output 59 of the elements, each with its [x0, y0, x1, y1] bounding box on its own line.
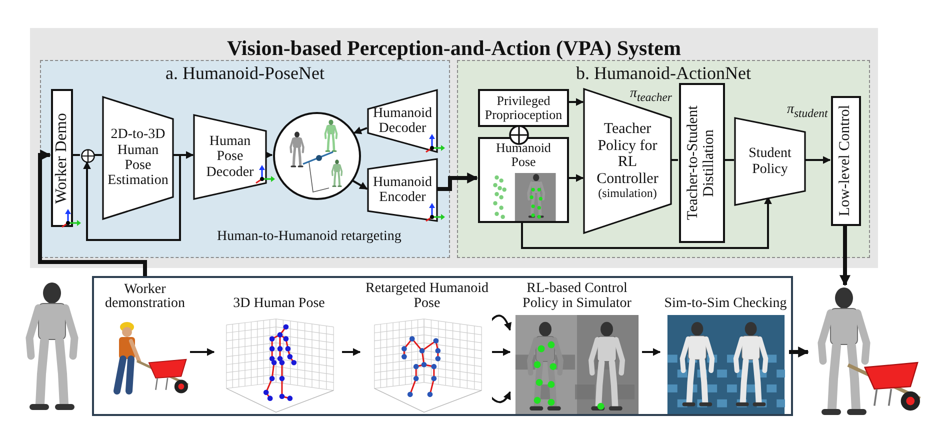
block-box: [679, 83, 725, 243]
block-label: Low-level Control: [838, 105, 854, 217]
input-box: [478, 137, 569, 223]
system-panel: [30, 28, 878, 268]
arrow: [787, 346, 810, 358]
input-box: [478, 89, 569, 127]
block-label: Humanoid Pose: [495, 141, 552, 170]
stage-title: Worker demonstration: [104, 282, 186, 312]
block-label: Teacher-to-Student Distillation: [686, 104, 718, 222]
block-label: Teacher Policy for RL Controller: [596, 121, 660, 188]
block-sublabel: (simulation): [597, 187, 658, 201]
policy-symbol: π$_{teacher}$: [630, 86, 672, 104]
arrow: [264, 151, 273, 159]
stage-title: RL-based Control Policy in Simulator: [522, 282, 632, 312]
network-trapezoid: [103, 97, 173, 219]
network-trapezoid: [368, 90, 437, 152]
arrow: [188, 348, 215, 356]
arrow: [568, 174, 584, 182]
arrow: [490, 348, 511, 356]
panel-heading: Vision-based Perception-and-Action (VPA) System: [226, 36, 682, 61]
block-label: Student Policy: [748, 146, 792, 177]
arrow: [521, 196, 772, 249]
stage-title: Retargeted Humanoid Pose: [364, 282, 490, 312]
arrow: [489, 391, 511, 404]
block-label: Humanoid Decoder: [372, 106, 434, 136]
block-label: Privileged Proprioception: [484, 94, 564, 122]
arrow: [38, 150, 147, 276]
arrow: [340, 348, 361, 356]
caption-label: Human-to-Humanoid retargeting: [217, 229, 402, 245]
arrow: [352, 179, 368, 190]
network-trapezoid: [194, 115, 266, 199]
sum-junction: [81, 149, 95, 163]
sum-junction: [509, 125, 529, 145]
block-box: [831, 96, 861, 226]
network-trapezoid: [368, 159, 437, 221]
panel-title: b. Humanoid-ActionNet: [575, 63, 752, 84]
block-box: [51, 89, 73, 227]
arrow: [83, 154, 181, 241]
stage-title: Sim-to-Sim Checking: [664, 295, 787, 312]
block-label: 2D-to-3D Human Pose Estimation: [106, 127, 170, 189]
arrow: [489, 314, 512, 331]
arrow: [436, 172, 478, 191]
arrow: [568, 98, 584, 106]
pipeline-panel: [92, 276, 793, 416]
module-panel: [40, 60, 450, 258]
arrow: [353, 126, 368, 134]
arrow: [840, 225, 850, 286]
block-label: Worker Demo: [54, 112, 70, 204]
network-trapezoid: [584, 89, 671, 233]
arrow: [640, 348, 661, 356]
block-label: Humanoid Encoder: [372, 174, 434, 206]
stage-title: 3D Human Pose: [233, 295, 325, 312]
module-panel: [457, 60, 870, 258]
policy-symbol: π$_{student}$: [787, 102, 828, 120]
arrow: [804, 156, 831, 164]
block-label: Human Pose Decoder: [205, 134, 255, 180]
retargeting-drawing: [273, 112, 361, 200]
pipeline-stage: [512, 282, 642, 414]
panel-title: a. Humanoid-PoseNet: [164, 63, 326, 84]
